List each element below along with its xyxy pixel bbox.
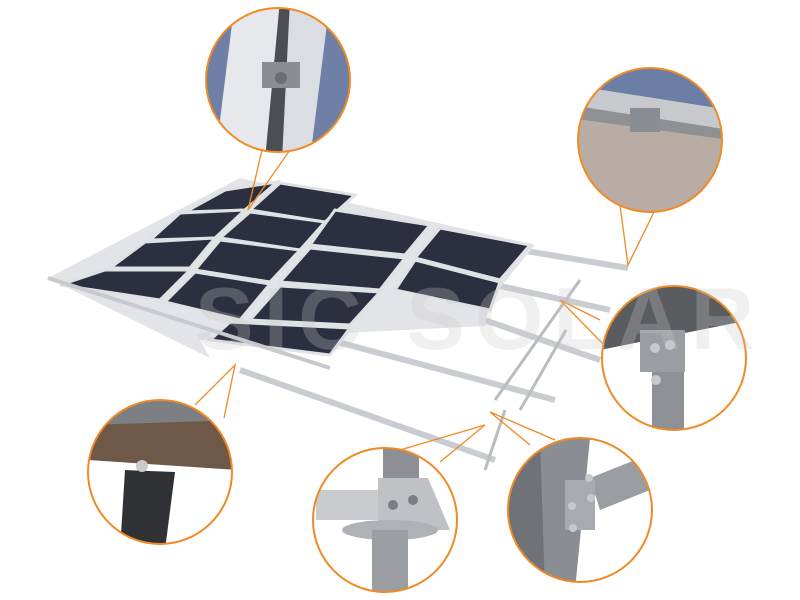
callout-mid-clamp: [205, 7, 351, 153]
callout-post-base: [312, 447, 458, 593]
callout-leaders: [194, 149, 656, 463]
callout-rail-joint: [87, 399, 233, 545]
callout-rail-to-beam: [601, 285, 747, 431]
watermark: SIC SOLAR: [195, 269, 765, 368]
rails: [239, 247, 629, 463]
panel-array: [47, 178, 535, 370]
callout-end-clamp: [577, 67, 723, 213]
callout-brace-joint: [507, 437, 653, 583]
